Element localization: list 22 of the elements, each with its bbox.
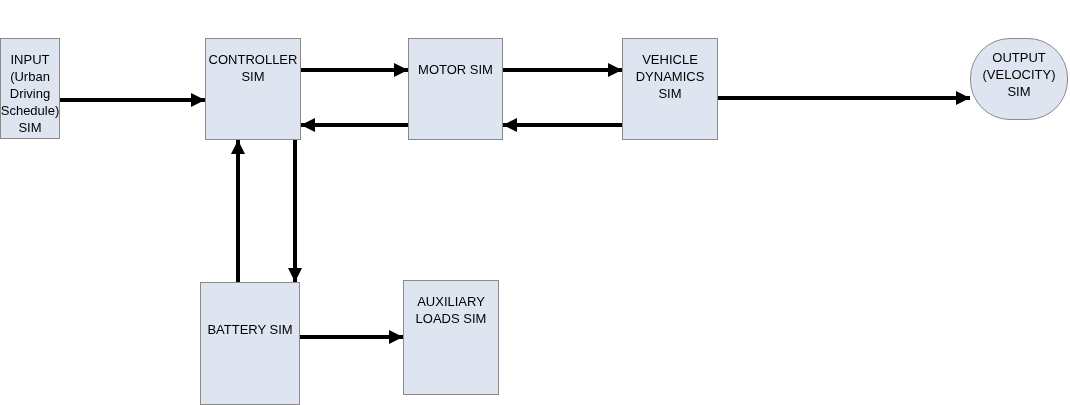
arrow: [231, 140, 245, 282]
process-box: [200, 282, 300, 405]
node-label: AUXILIARY LOADS SIM: [414, 293, 488, 327]
arrow: [301, 63, 408, 77]
process-box: [0, 38, 60, 139]
arrow: [718, 91, 970, 105]
process-box: [622, 38, 718, 140]
node-label: VEHICLE DYNAMICS SIM: [634, 51, 706, 102]
arrow: [288, 140, 302, 282]
node-label: CONTROLLER SIM: [208, 51, 298, 85]
arrow: [60, 93, 205, 107]
arrow: [503, 63, 622, 77]
node-label: BATTERY SIM: [207, 321, 293, 338]
arrow: [503, 118, 622, 132]
node-label: MOTOR SIM: [418, 61, 493, 78]
arrow: [301, 118, 408, 132]
arrow: [300, 330, 403, 344]
process-box: [205, 38, 301, 140]
process-box: [408, 38, 503, 140]
node-label: OUTPUT (VELOCITY) SIM: [981, 49, 1057, 100]
node-label: INPUT (Urban Driving Schedule) SIM: [0, 51, 60, 136]
process-box: [403, 280, 499, 395]
